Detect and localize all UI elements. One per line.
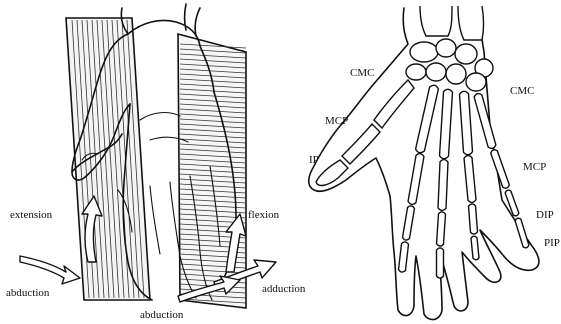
cmc-right-label: CMC	[510, 85, 534, 97]
finger-3-bone-2	[438, 160, 448, 211]
finger-2-bone-4	[399, 242, 409, 272]
finger-2-bone-3	[403, 206, 415, 240]
mcp-left-label: MCP	[325, 115, 348, 127]
flexion-label: flexion	[248, 209, 280, 221]
thumb-motion-illustration: extension flexion abduction adduction ab…	[6, 4, 306, 321]
finger-5-bone-3	[505, 190, 519, 216]
finger-5-bone-2	[491, 150, 510, 188]
abduction-left-arrow	[20, 256, 80, 284]
ip-label: IP	[309, 154, 319, 166]
sagittal-plane	[66, 18, 150, 300]
finger-3-bone-4	[437, 248, 444, 278]
finger-4-bone-3	[469, 204, 478, 234]
finger-3-bone-3	[437, 212, 446, 246]
forearm-bones	[420, 6, 484, 40]
finger-2-bone-1	[416, 85, 439, 152]
carpal-bones	[406, 39, 493, 91]
mcp-right-label: MCP	[523, 161, 546, 173]
hand-skeleton-illustration: CMC CMC MCP MCP IP DIP PIP	[309, 6, 560, 320]
finger-3-bone-1	[440, 89, 453, 158]
abduction-bottom-label: abduction	[140, 309, 184, 321]
adduction-label: adduction	[262, 283, 306, 295]
cmc-left-label: CMC	[350, 67, 374, 79]
finger-4-bone-2	[464, 156, 476, 203]
abduction-label: abduction	[6, 287, 50, 299]
finger-4-bone-1	[460, 91, 473, 154]
dip-label: DIP	[536, 209, 554, 221]
extension-label: extension	[10, 209, 53, 221]
finger-5-bone-1	[474, 94, 496, 149]
pip-label: PIP	[544, 237, 560, 249]
finger-2-bone-2	[408, 154, 424, 205]
frontal-plane	[178, 34, 246, 308]
finger-5-bone-4	[515, 218, 529, 248]
finger-4-bone-4	[471, 236, 479, 260]
finger-bones	[399, 85, 529, 278]
